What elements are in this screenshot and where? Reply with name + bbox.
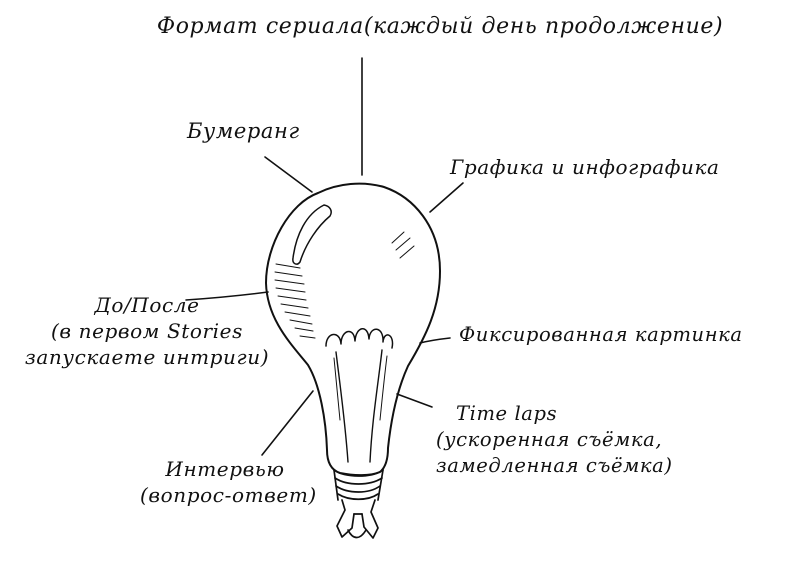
bulb-screw-base — [333, 469, 384, 501]
label-before-after: До/После (в первом Stories запускаете ин… — [2, 292, 292, 370]
connector-lines — [185, 57, 464, 456]
label-boomerang: Бумеранг — [187, 119, 300, 143]
filament-inner-left — [333, 357, 341, 421]
label-interview-title: Интервью — [165, 457, 285, 481]
connector-interview — [261, 390, 314, 456]
bulb-glass-outline — [265, 182, 441, 477]
label-timelapse: Time laps (ускоренная съёмка, замедленна… — [436, 401, 673, 479]
filament-inner-right — [379, 355, 388, 421]
connector-fixed-picture — [419, 337, 451, 344]
label-before-after-line2: (в первом Stories — [51, 319, 243, 343]
label-timelapse-title: Time laps — [456, 402, 558, 425]
connector-boomerang — [264, 156, 313, 193]
label-interview: Интервью (вопрос-ответ) — [140, 456, 317, 508]
label-fixed-picture: Фиксированная картинка — [459, 323, 743, 346]
label-before-after-line3: запускаете интриги) — [24, 345, 270, 369]
connector-timelapse — [396, 393, 433, 408]
bulb-tip — [336, 499, 379, 539]
connector-graphics — [429, 182, 464, 213]
bulb-shading — [274, 231, 415, 339]
label-timelapse-line2: (ускоренная съёмка, — [436, 428, 663, 451]
label-timelapse-line3: замедленная съёмка) — [436, 454, 673, 477]
bulb-highlight — [292, 204, 332, 265]
label-before-after-title: До/После — [94, 293, 200, 317]
label-series-format: Формат сериала(каждый день продолжение) — [156, 14, 724, 39]
filament-coil — [325, 328, 394, 349]
label-interview-line2: (вопрос-ответ) — [140, 483, 317, 507]
light-bulb-icon — [265, 182, 441, 539]
connector-before-after — [185, 291, 269, 301]
label-graphics-infographics: Графика и инфографика — [450, 155, 720, 179]
filament-stem-right — [369, 349, 383, 463]
filament-stem-left — [335, 351, 349, 463]
